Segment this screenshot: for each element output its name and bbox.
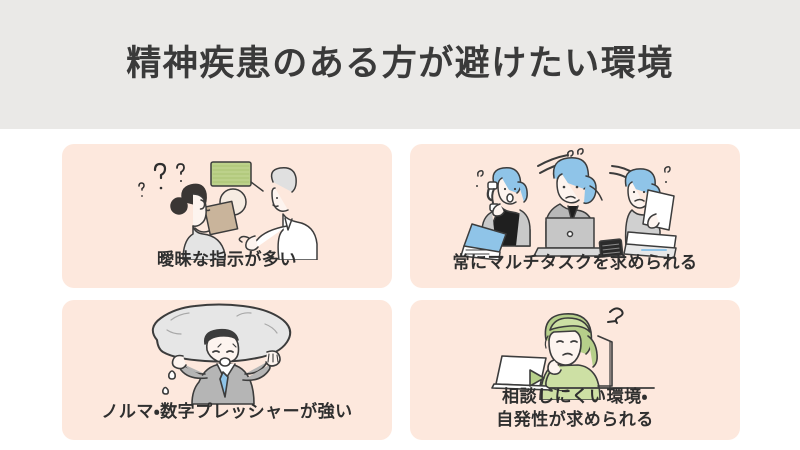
card-unclear-instructions[interactable]: 曖昧な指示が多い [62, 144, 392, 288]
card-quota-pressure[interactable]: ノルマ・数字プレッシャーが強い [62, 300, 392, 440]
card-label: 常にマルチタスクを求められる [452, 253, 698, 273]
card-label: 曖昧な指示が多い [157, 250, 297, 270]
unclear-instructions-illustration [62, 148, 392, 260]
isolated-worker-illustration [410, 300, 740, 400]
card-label: 相談しにくい環境・ 自発性が求められる [496, 387, 654, 430]
multitasking-illustration [410, 146, 740, 261]
pressure-boulder-illustration [62, 302, 392, 412]
card-grid: 曖昧な指示が多い [62, 144, 740, 440]
card-label: ノルマ・数字プレッシャーが強い [101, 402, 353, 422]
header-band: 精神疾患のある方が避けたい環境 [0, 0, 800, 129]
card-isolated-environment[interactable]: 相談しにくい環境・ 自発性が求められる [410, 300, 740, 440]
page-title: 精神疾患のある方が避けたい環境 [126, 44, 674, 83]
card-multitasking[interactable]: 常にマルチタスクを求められる [410, 144, 740, 288]
